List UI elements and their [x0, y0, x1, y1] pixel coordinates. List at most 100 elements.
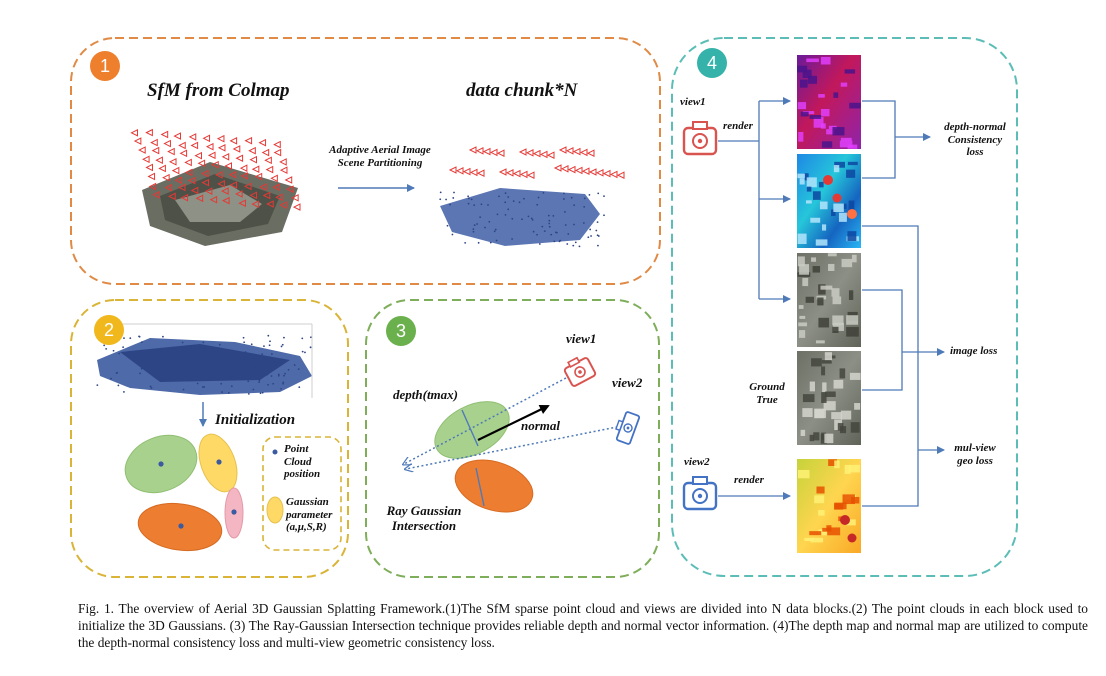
thumbnail-block — [802, 394, 815, 403]
chunk-camera-marker — [579, 148, 588, 157]
thumbnail-block — [833, 203, 844, 212]
chunk-camera-marker — [469, 168, 478, 177]
ray-gaussian-scene — [404, 377, 623, 513]
chunk-point — [496, 213, 499, 216]
chunk-point — [527, 215, 530, 218]
sfm-camera-marker — [197, 159, 206, 168]
sfm-camera-marker — [235, 190, 243, 198]
chunk-camera-marker — [567, 165, 576, 174]
sfm-camera-marker — [264, 156, 272, 165]
chunk-camera-marker — [581, 167, 590, 176]
chunk-point — [493, 230, 496, 233]
thumbnail-block — [809, 531, 822, 536]
thumbnail-block — [806, 177, 817, 188]
chunk-point — [446, 224, 449, 227]
thumbnail-block — [821, 224, 827, 231]
chunk-camera-marker — [574, 166, 583, 175]
thumbnail-block — [831, 412, 842, 420]
camera-view2-icon — [615, 411, 641, 445]
depth-normal-loss-label: depth-normal Consistency loss — [934, 121, 1016, 159]
chunk-point — [449, 203, 451, 206]
chunk-camera-marker — [455, 166, 464, 175]
mul-view-line2: geo loss — [957, 454, 993, 467]
sfm-camera-marker — [251, 200, 259, 208]
init-point — [196, 382, 199, 385]
chunk-title: data chunk*N — [466, 80, 578, 101]
chunk-point — [596, 234, 599, 237]
chunk-point — [489, 241, 492, 244]
chunk-point — [504, 192, 507, 195]
chunk-point — [538, 243, 541, 245]
panel4-border — [671, 37, 1018, 577]
thumbnail-block — [812, 266, 821, 273]
chunk-point — [559, 239, 562, 242]
sfm-camera-marker — [188, 133, 197, 141]
chunk-point — [564, 224, 567, 226]
badge-3: 3 — [395, 321, 406, 341]
init-point — [284, 372, 286, 375]
init-point — [202, 341, 205, 344]
chunk-point — [550, 233, 553, 236]
init-point — [297, 368, 300, 371]
init-point — [247, 380, 250, 383]
sfm-camera-marker — [187, 176, 196, 185]
init-point — [162, 335, 164, 338]
init-point — [247, 392, 250, 395]
sfm-camera-marker — [168, 192, 176, 201]
depth-normal-line1: depth-normal — [944, 121, 1006, 133]
badge4-circle — [697, 48, 727, 78]
thumbnail-block — [798, 322, 808, 327]
init-point — [149, 385, 152, 388]
chunk-point — [504, 214, 507, 216]
thumbnail-block — [844, 464, 851, 474]
sfm-camera-marker — [205, 142, 214, 151]
thumbnail-block — [799, 264, 810, 275]
thumbnail-block — [819, 201, 828, 210]
thumbnail-block — [810, 537, 824, 543]
init-point — [282, 382, 284, 385]
chunk-point — [566, 243, 569, 245]
depth-label: depth(tmax) — [393, 387, 458, 402]
thumbnail-block — [798, 305, 804, 309]
ground-true-line1: Ground — [749, 381, 785, 393]
chunk-camera-marker — [586, 149, 595, 158]
chunk-point — [603, 195, 605, 198]
chunk-point — [488, 220, 491, 223]
thumbnail-block — [811, 257, 817, 262]
init-point — [123, 391, 125, 393]
sfm-camera-marker — [171, 166, 180, 175]
ground-true-line2: True — [756, 393, 778, 406]
sfm-camera-marker — [235, 154, 244, 163]
chunk-camera-marker — [539, 150, 548, 159]
sfm-camera-marker — [248, 146, 256, 155]
init-point — [96, 384, 99, 387]
chunk-point — [480, 203, 483, 206]
sfm-camera-marker — [179, 149, 188, 158]
init-point — [194, 352, 197, 354]
chunk-point — [467, 195, 470, 198]
init-point — [309, 346, 312, 349]
chunk-camera-marker — [476, 169, 485, 178]
thumbnail-block — [806, 58, 819, 63]
sfm-camera-marker — [265, 165, 274, 174]
thumbnail-block — [810, 217, 821, 223]
sfm-camera-marker — [173, 132, 181, 140]
chunk-point — [511, 217, 514, 220]
init-point — [280, 388, 282, 390]
legend-gaussian-line2: parameter — [286, 508, 333, 521]
sfm-camera-marker — [270, 174, 278, 183]
init-point — [197, 367, 199, 370]
thumbnail-block — [818, 510, 825, 516]
init-point — [129, 337, 132, 340]
partition-label: Adaptive Aerial Image Scene Partitioning — [322, 144, 438, 169]
init-point — [304, 351, 306, 354]
chunk-point — [523, 197, 525, 200]
sfm-camera-marker — [221, 187, 229, 195]
sfm-camera-marker — [162, 173, 170, 182]
thumbnail-block — [797, 469, 810, 479]
panel4-camera-view1-icon — [682, 121, 718, 156]
chunk-point — [472, 230, 475, 233]
sfm-camera-marker — [291, 193, 299, 202]
chunk-point — [479, 216, 482, 218]
legend-point-label: Point Cloud position — [284, 443, 320, 481]
